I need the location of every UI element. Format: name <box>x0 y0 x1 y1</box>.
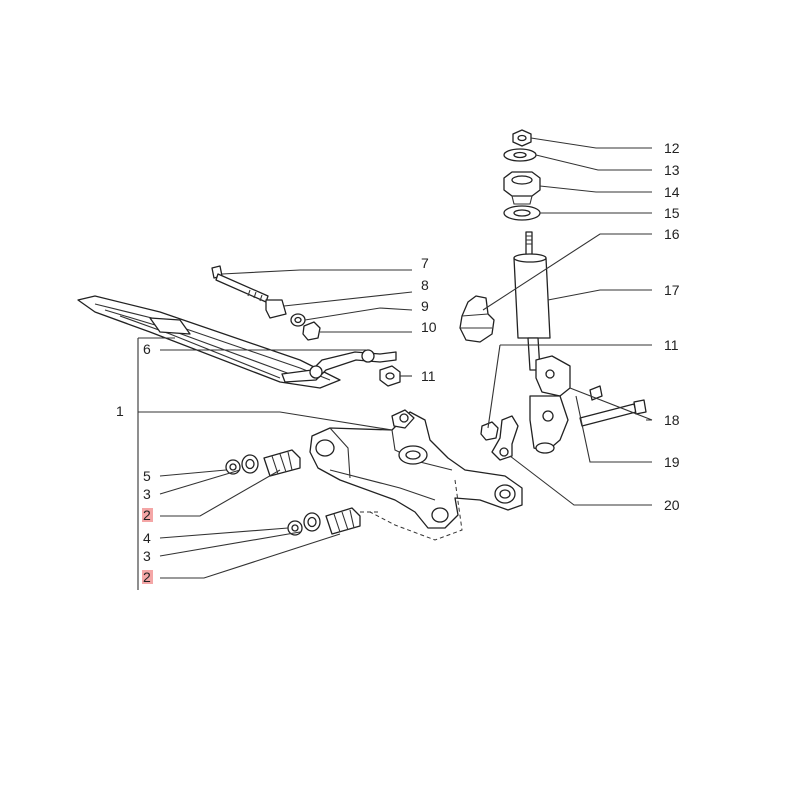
washer-9 <box>290 313 306 327</box>
callout-8: 8 <box>421 277 429 293</box>
callout-2-upper[interactable]: 2 <box>143 507 151 523</box>
callout-14: 14 <box>664 184 680 200</box>
bush-set-upper <box>225 449 301 477</box>
callout-labels: 12 13 14 15 16 17 11 18 19 20 7 8 9 10 1… <box>116 140 680 585</box>
nut-10 <box>302 321 321 341</box>
nut-11-left <box>379 365 401 387</box>
callout-11-right: 11 <box>664 337 679 353</box>
mount-14 <box>503 171 541 205</box>
callout-17: 17 <box>664 282 680 298</box>
bracket-8 <box>265 299 287 319</box>
bolt-7 <box>211 265 269 303</box>
callout-10: 10 <box>421 319 437 335</box>
bracket-20 <box>491 415 519 461</box>
callout-4: 4 <box>143 530 151 546</box>
callout-16: 16 <box>664 226 680 242</box>
washer-15 <box>503 205 541 221</box>
callout-18: 18 <box>664 412 680 428</box>
callout-5: 5 <box>143 468 151 484</box>
callout-15: 15 <box>664 205 680 221</box>
callout-19: 19 <box>664 454 680 470</box>
callout-11-left: 11 <box>421 368 436 384</box>
callout-9: 9 <box>421 298 429 314</box>
link-rod <box>281 349 397 383</box>
nut-11-right <box>480 421 499 441</box>
callout-20: 20 <box>664 497 680 513</box>
nut-12 <box>512 129 532 147</box>
leader-lines <box>137 137 653 590</box>
highlight-marker <box>142 570 153 584</box>
callout-12: 12 <box>664 140 680 156</box>
callout-2-lower[interactable]: 2 <box>143 569 151 585</box>
callout-6: 6 <box>143 341 151 357</box>
shock-absorber-17 <box>513 231 571 454</box>
callout-3-upper: 3 <box>143 486 151 502</box>
highlight-marker <box>142 508 153 522</box>
callout-3-lower: 3 <box>143 548 151 564</box>
bump-stop-16 <box>459 295 495 343</box>
bush-set-lower <box>287 507 378 536</box>
suspension-arm <box>309 409 523 541</box>
callout-1: 1 <box>116 403 124 419</box>
callout-13: 13 <box>664 162 680 178</box>
callout-7: 7 <box>421 255 429 271</box>
bolt-18 <box>579 399 647 427</box>
washer-13 <box>503 148 537 162</box>
leaf-spring <box>77 295 341 389</box>
